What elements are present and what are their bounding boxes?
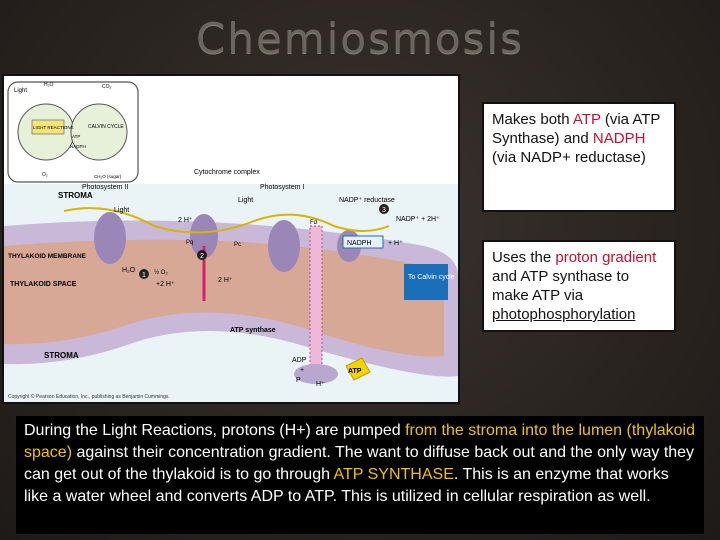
o2-label: ½ O₂	[154, 269, 168, 276]
fd-label: Fd	[310, 220, 317, 226]
pc-label: Pc	[234, 242, 241, 248]
step-3-label: 3	[382, 207, 386, 214]
inset-o2-label: O₂	[42, 172, 48, 178]
atp-nadph-callout: Makes both ATP (via ATP Synthase) and NA…	[482, 102, 676, 212]
atp-synthase-label: ATP synthase	[230, 327, 276, 334]
thylakoid-space	[4, 239, 444, 357]
pi-label: P	[296, 377, 301, 384]
inset-co2-label: CO₂	[102, 84, 112, 90]
atp-label: ATP	[348, 368, 362, 375]
h2o-label: H₂O	[122, 267, 136, 274]
inset-sugar-label: CH₂O (sugar)	[94, 174, 122, 179]
pq-label: Pq	[186, 240, 193, 246]
inset-atp-label: ATP	[72, 134, 80, 139]
callout1-text-1: Makes both	[492, 111, 573, 128]
nadph-box	[342, 235, 384, 249]
copyright-text: Copyright © Pearson Education, Inc., pub…	[8, 393, 170, 400]
photosystem-i	[268, 220, 300, 272]
callout1-nadph: NADPH	[592, 130, 646, 147]
explanation-highlight-1: from the stroma into the lumen (thylakoi…	[24, 422, 695, 461]
h-2-a-label: 2 H⁺	[178, 217, 193, 224]
inset-light-reactions-label: LIGHT REACTIONS	[33, 125, 74, 130]
chemiosmosis-figure: Light LIGHT REACTIONS CALVIN CYCLE H₂O C…	[2, 74, 460, 404]
callout2-text-2: and ATP synthase to make ATP via	[492, 268, 630, 304]
nadph-h-label: + H⁺	[388, 240, 403, 247]
inset-h2o-label: H₂O	[44, 82, 54, 88]
stroma-bottom-label: STROMA	[44, 351, 79, 360]
to-calvin-box	[404, 264, 448, 300]
inset-light-label: Light	[14, 88, 27, 94]
callout2-proton: proton gradient	[555, 249, 657, 266]
inset-nadph-label: NADPH	[70, 144, 86, 149]
atp-burst	[345, 357, 371, 381]
thylakoid-diagram: Light LIGHT REACTIONS CALVIN CYCLE H₂O C…	[4, 81, 458, 402]
h-plus-2-label: +2 H⁺	[156, 281, 175, 288]
h-plus-label: H⁺	[316, 381, 325, 388]
electron-path	[63, 207, 390, 234]
light-1-label: Light	[114, 207, 129, 214]
light-2-label: Light	[238, 197, 253, 204]
to-calvin-label: To Calvin cycle	[408, 274, 455, 281]
cytochrome-label: Cytochrome complex	[194, 169, 260, 176]
chloroplast-inset: Light LIGHT REACTIONS CALVIN CYCLE H₂O C…	[7, 81, 139, 183]
nadp-equation-label: NADP⁺ + 2H⁺	[396, 216, 440, 223]
step-3-marker	[379, 204, 389, 214]
atp-synthase	[294, 364, 338, 384]
step-2-label: 2	[200, 253, 204, 260]
plus-label: +	[300, 367, 304, 374]
explanation-part-1: During the Light Reactions, protons (H+)…	[24, 422, 406, 439]
nadp-reductase-label: NADP⁺ reductase	[339, 197, 395, 204]
stroma-top-label: STROMA	[58, 191, 93, 200]
cytochrome-complex	[190, 214, 218, 258]
explanation-text: During the Light Reactions, protons (H+)…	[16, 416, 704, 534]
explanation-part-3: . This is an enzyme that works like a wa…	[24, 466, 669, 505]
explanation-highlight-2: ATP SYNTHASE	[333, 466, 454, 483]
photosystem-ii-label: Photosystem II	[82, 184, 128, 191]
step-1-marker	[139, 269, 149, 279]
callout1-atp: ATP	[572, 111, 601, 128]
explanation-part-2: against their concentration gradient. Th…	[24, 444, 695, 483]
photosystem-i-label: Photosystem I	[260, 184, 304, 191]
slide-title: Chemiosmosis	[196, 14, 524, 63]
photosystem-ii	[94, 212, 126, 264]
callout2-text-1: Uses the	[492, 249, 556, 266]
nadph-label: NADPH	[347, 240, 372, 247]
thylakoid-membrane-label: THYLAKOID MEMBRANE	[8, 253, 87, 260]
callout2-photo: photophosphorylation	[492, 306, 636, 323]
proton-gradient-callout: Uses the proton gradient and ATP synthas…	[482, 240, 676, 332]
adp-label: ADP	[292, 357, 307, 364]
h-2-b-label: 2 H⁺	[218, 277, 233, 284]
inset-calvin-label: CALVIN CYCLE	[88, 124, 124, 130]
step-1-label: 1	[142, 272, 146, 279]
step-2-marker	[197, 250, 207, 260]
callout1-text-2: (via ATP Synthase) and	[492, 111, 661, 147]
thylakoid-space-label: THYLAKOID SPACE	[10, 281, 77, 288]
h-flow-channel	[309, 225, 323, 377]
callout1-text-3: (via NADP+ reductase)	[492, 149, 646, 166]
